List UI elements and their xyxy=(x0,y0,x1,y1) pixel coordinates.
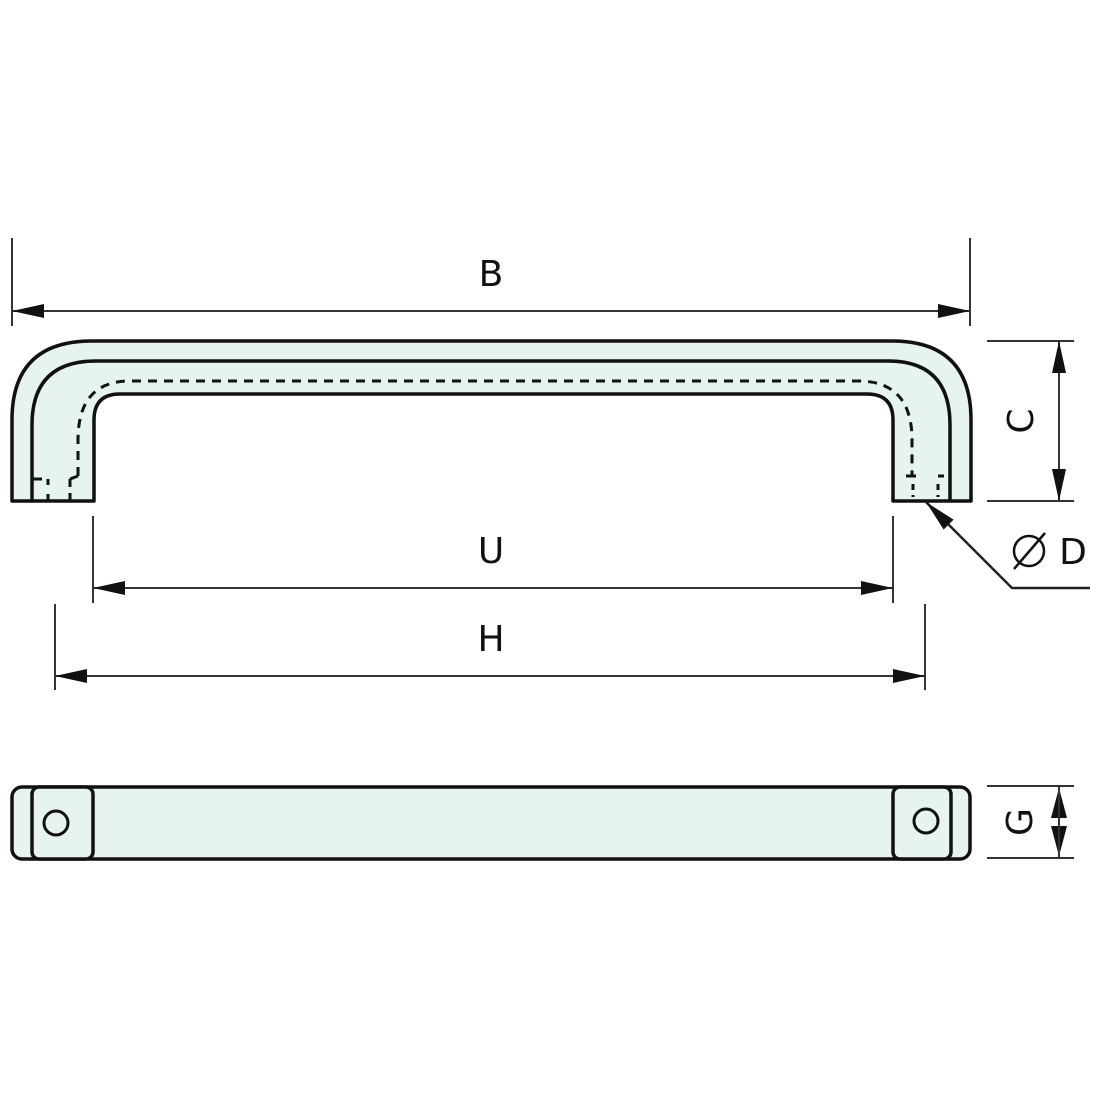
right-mount-block xyxy=(891,785,953,861)
diameter-icon xyxy=(1012,532,1046,570)
hidden-thread-line xyxy=(76,379,914,476)
top-view xyxy=(10,785,972,861)
label-c: C xyxy=(1001,408,1042,433)
dimension-h: H xyxy=(54,604,926,690)
dimension-u: U xyxy=(92,516,894,603)
dimension-d: D xyxy=(925,501,1090,590)
right-hidden-hole xyxy=(906,474,944,497)
handle-inner-contour xyxy=(30,359,952,501)
left-mount-block xyxy=(30,785,95,861)
left-hidden-hole xyxy=(32,474,79,501)
dimension-b: B xyxy=(11,238,971,326)
label-b: B xyxy=(479,254,504,295)
handle-top-body xyxy=(10,785,972,861)
dimension-c: C xyxy=(987,340,1074,502)
label-g: G xyxy=(1000,808,1041,836)
left-mount-hole-icon xyxy=(42,809,70,837)
label-u: U xyxy=(478,531,504,572)
dimension-g: G xyxy=(987,785,1074,859)
right-mount-hole-icon xyxy=(912,807,940,835)
label-d: D xyxy=(1059,532,1087,573)
label-h: H xyxy=(477,619,504,660)
handle-body-outer xyxy=(10,339,973,503)
front-view xyxy=(10,339,973,503)
